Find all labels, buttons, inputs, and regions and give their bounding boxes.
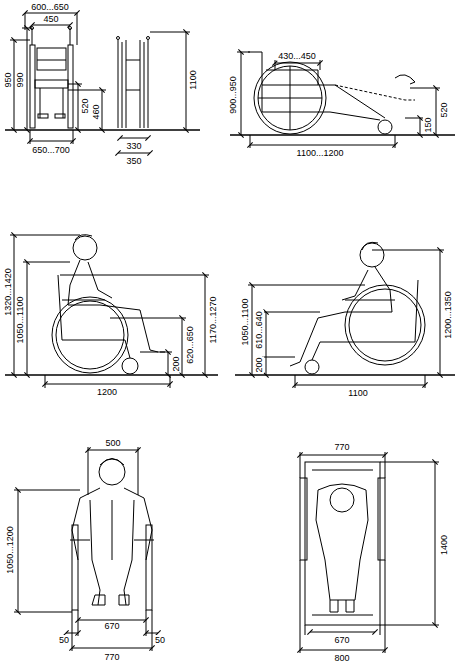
dimension-label: 1100...1200 xyxy=(296,148,345,158)
dimension-label: 150 xyxy=(423,116,433,133)
dimension-label: 350 xyxy=(125,156,142,166)
dimension-label: 50 xyxy=(154,635,166,645)
dimension-label: 1170...1270 xyxy=(208,296,218,345)
dimension-label: 1100 xyxy=(347,388,368,398)
dimension-label: 1400 xyxy=(439,534,449,556)
dimension-label: 1050...1100 xyxy=(15,296,25,345)
dimension-label: 200 xyxy=(254,356,264,373)
dimension-label: 610...640 xyxy=(254,310,264,350)
dimension-label: 520 xyxy=(439,101,449,118)
dimension-label: 200 xyxy=(171,355,181,372)
dimension-label: 990 xyxy=(15,71,25,88)
dimension-label: 1050...1200 xyxy=(5,525,15,575)
dimension-label: 50 xyxy=(58,635,70,645)
dimension-label: 1100 xyxy=(188,69,198,90)
dimension-label: 330 xyxy=(125,141,142,151)
dimension-label: 1200 xyxy=(96,387,118,397)
dimension-label: 670 xyxy=(103,621,120,631)
dimension-label: 950 xyxy=(3,71,13,88)
dimension-label: 460 xyxy=(91,103,101,120)
dimension-label: 800 xyxy=(333,653,350,663)
dimension-label: 500 xyxy=(104,438,121,448)
dimension-label: 770 xyxy=(103,652,120,662)
dimension-label: 520 xyxy=(80,97,90,114)
dimension-label: 1050...1100 xyxy=(240,298,250,347)
dimension-label: 670 xyxy=(333,635,350,645)
dimension-label: 620...650 xyxy=(185,325,195,365)
dimension-label: 770 xyxy=(333,442,350,452)
dimension-label: 1320...1420 xyxy=(3,267,13,317)
dimension-label: 1200...1350 xyxy=(443,290,453,340)
dimension-label: 450 xyxy=(42,14,59,24)
dimension-label: 600...650 xyxy=(30,2,70,12)
dimension-label: 900...950 xyxy=(228,75,238,115)
dimension-label: 430...450 xyxy=(277,51,317,61)
dimension-label: 650...700 xyxy=(31,145,71,155)
